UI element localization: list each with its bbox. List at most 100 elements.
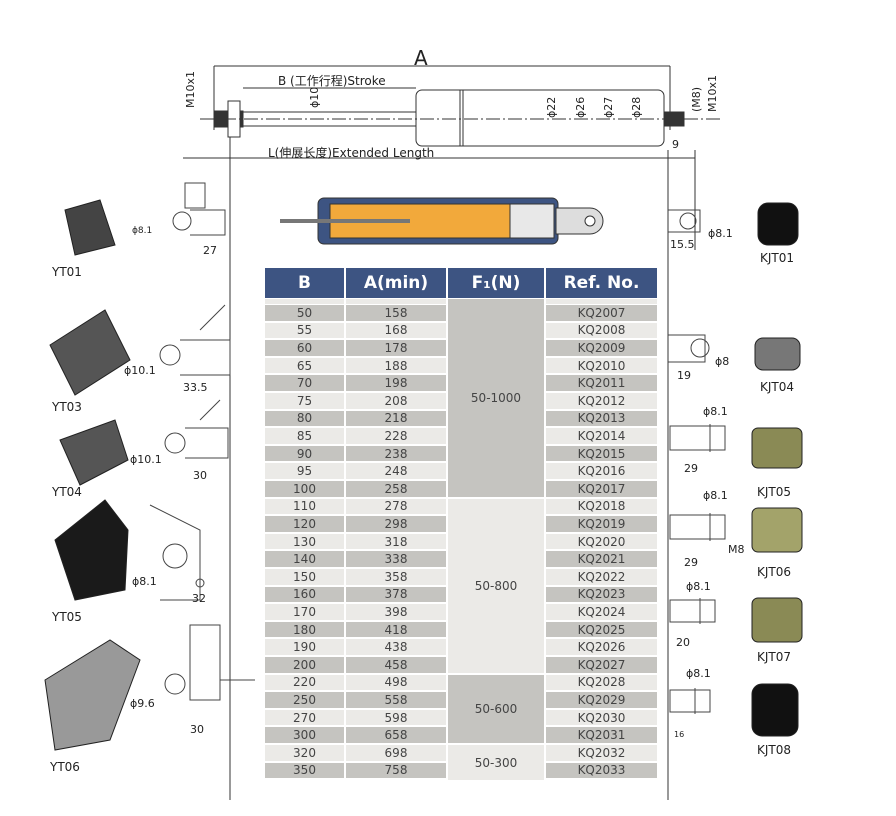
- cell-A: 198: [346, 375, 446, 391]
- cell-ref: KQ2009: [546, 340, 657, 356]
- dim: 20: [676, 636, 690, 649]
- cell-ref: KQ2028: [546, 674, 657, 691]
- dim: 29: [684, 556, 698, 569]
- cell-A: 228: [346, 428, 446, 444]
- cut-row: [346, 299, 446, 304]
- cell-A: 178: [346, 340, 446, 356]
- cell-B: 270: [265, 709, 344, 726]
- dim: M8: [728, 543, 745, 556]
- cell-B: 55: [265, 322, 344, 339]
- cell-A: 258: [346, 481, 446, 497]
- cell-B: 50: [265, 305, 344, 321]
- dim: ϕ8.1: [703, 489, 728, 502]
- cell-ref: KQ2016: [546, 463, 657, 479]
- cell-ref: KQ2024: [546, 604, 657, 620]
- cell-B: 75: [265, 393, 344, 409]
- stroke-label: B (工作行程)Stroke: [278, 74, 386, 88]
- dim: 16: [674, 730, 685, 739]
- dim: 32: [192, 592, 206, 605]
- cell-B: 140: [265, 551, 344, 567]
- cell-A: 278: [346, 498, 446, 515]
- cell-ref: KQ2022: [546, 569, 657, 585]
- cell-B: 320: [265, 745, 344, 761]
- cell-ref: KQ2013: [546, 410, 657, 427]
- cell-ref: KQ2014: [546, 428, 657, 444]
- dim: 19: [677, 369, 691, 382]
- thread-right-label: M10x1: [706, 75, 719, 112]
- extended-length-label: L(伸展长度)Extended Length: [268, 146, 435, 160]
- cell-ref: KQ2029: [546, 692, 657, 708]
- dim: ϕ8.1: [708, 227, 733, 240]
- cell-B: 130: [265, 533, 344, 550]
- dim: ϕ9.6: [130, 697, 155, 710]
- dim: 33.5: [183, 381, 208, 394]
- part-YT01: YT01: [52, 265, 82, 279]
- dim: ϕ8.1: [703, 405, 728, 418]
- cell-ref: KQ2008: [546, 322, 657, 339]
- cut-row: [265, 299, 344, 304]
- m8-label: (M8): [690, 86, 703, 112]
- cell-ref: KQ2017: [546, 481, 657, 497]
- cut-row: [546, 299, 657, 304]
- cell-ref: KQ2030: [546, 709, 657, 726]
- dim: ϕ8.1: [132, 226, 153, 236]
- cell-ref: KQ2012: [546, 393, 657, 409]
- cell-ref: KQ2007: [546, 305, 657, 321]
- part-YT05: YT05: [52, 610, 82, 624]
- dim: ϕ8.1: [686, 667, 711, 680]
- cell-A: 438: [346, 639, 446, 655]
- cell-force: 50-800: [448, 498, 544, 673]
- part-YT03: YT03: [52, 400, 82, 414]
- cell-A: 218: [346, 410, 446, 427]
- cell-B: 95: [265, 463, 344, 479]
- dim: ϕ10.1: [130, 453, 162, 466]
- cell-ref: KQ2023: [546, 586, 657, 603]
- dim: 30: [193, 469, 207, 482]
- dim: 29: [684, 462, 698, 475]
- cell-force: 50-300: [448, 745, 544, 780]
- header-F: F₁(N): [448, 268, 544, 298]
- cell-A: 598: [346, 709, 446, 726]
- part-YT06: YT06: [50, 760, 80, 774]
- cell-A: 418: [346, 621, 446, 638]
- cell-B: 190: [265, 639, 344, 655]
- cell-A: 698: [346, 745, 446, 761]
- dim: ϕ8: [715, 355, 730, 368]
- dim: ϕ8.1: [686, 580, 711, 593]
- dim: 15.5: [670, 238, 695, 251]
- cell-A: 318: [346, 533, 446, 550]
- cell-B: 250: [265, 692, 344, 708]
- dim: ϕ8.1: [132, 575, 157, 588]
- cell-B: 180: [265, 621, 344, 638]
- dia-26-label: ϕ26: [574, 96, 587, 118]
- dim: 30: [190, 723, 204, 736]
- cell-B: 220: [265, 674, 344, 691]
- cell-A: 358: [346, 569, 446, 585]
- cell-ref: KQ2026: [546, 639, 657, 655]
- cell-A: 758: [346, 762, 446, 779]
- cell-ref: KQ2010: [546, 357, 657, 374]
- cell-B: 85: [265, 428, 344, 444]
- cell-B: 120: [265, 516, 344, 532]
- cell-B: 350: [265, 762, 344, 779]
- dim-9: 9: [672, 138, 679, 151]
- cell-ref: KQ2018: [546, 498, 657, 515]
- cell-A: 238: [346, 445, 446, 462]
- dim-A: A: [414, 46, 428, 70]
- part-KJT01: KJT01: [760, 251, 795, 265]
- cell-B: 100: [265, 481, 344, 497]
- cell-A: 658: [346, 727, 446, 743]
- part-YT04: YT04: [52, 485, 82, 499]
- cell-B: 160: [265, 586, 344, 603]
- cell-B: 300: [265, 727, 344, 743]
- cell-force: 50-600: [448, 674, 544, 743]
- header-ref: Ref. No.: [546, 268, 657, 298]
- part-KJT05: KJT05: [757, 485, 792, 499]
- dim: ϕ10.1: [124, 364, 156, 377]
- cell-ref: KQ2032: [546, 745, 657, 761]
- cell-B: 70: [265, 375, 344, 391]
- cell-A: 298: [346, 516, 446, 532]
- cell-B: 90: [265, 445, 344, 462]
- cell-A: 498: [346, 674, 446, 691]
